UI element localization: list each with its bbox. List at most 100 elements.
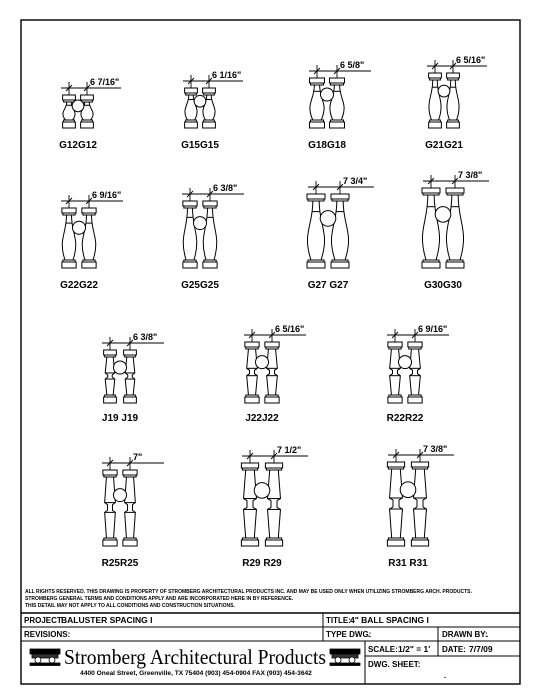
baluster-right [81, 207, 97, 269]
baluster-right [202, 200, 218, 269]
detail-label: G15G15 [181, 140, 219, 151]
dimension-line [388, 449, 454, 462]
spacing-ball [319, 210, 337, 227]
right-column-capital-icon [329, 648, 361, 666]
baluster-right [122, 469, 138, 547]
dimension-line [242, 450, 308, 463]
spacing-ball [399, 481, 417, 499]
title-block-fields: PROJECT: BALUSTER SPACING I TITLE: 4" BA… [24, 615, 493, 680]
dwg-sheet-label: DWG. SHEET: [368, 660, 420, 669]
spacing-dimension: 7 3/8" [458, 170, 482, 180]
baluster-detail-r25r25: 7"R25R25 [102, 452, 164, 569]
detail-label: G27 G27 [308, 280, 349, 291]
baluster-left [182, 200, 198, 269]
spacing-ball [193, 216, 207, 231]
baluster-detail-g15g15: 6 1/16" G15G15 [181, 70, 243, 151]
baluster-left [102, 469, 118, 547]
dwg-sheet-value: . [444, 671, 446, 680]
revisions-label: REVISIONS: [24, 630, 70, 639]
detail-label: R29 R29 [242, 558, 282, 569]
spacing-ball [253, 482, 271, 499]
spacing-ball [71, 99, 85, 113]
baluster-details: 6 7/16" G12G12 6 1/16" G15G15 6 5/8" G18G18 6 … [59, 55, 489, 569]
spacing-dimension: 6 9/16" [418, 324, 447, 334]
detail-label: R31 R31 [388, 558, 428, 569]
detail-label: G12G12 [59, 140, 97, 151]
detail-label: G21G21 [425, 140, 463, 151]
title-block [21, 612, 520, 684]
project-value: BALUSTER SPACING I [61, 615, 152, 625]
baluster-right [123, 349, 137, 404]
baluster-left [240, 462, 260, 547]
baluster-right [446, 72, 460, 129]
baluster-left [421, 187, 441, 269]
baluster-left [62, 94, 76, 129]
dimension-line [102, 337, 164, 350]
baluster-detail-r22r22: 6 9/16" R22R22 [387, 324, 449, 424]
detail-label: R22R22 [387, 413, 424, 424]
spacing-dimension: 6 7/16" [90, 77, 119, 87]
baluster-right [407, 341, 423, 404]
detail-label: J19 J19 [102, 413, 139, 424]
baluster-right [330, 193, 350, 269]
baluster-right [80, 94, 94, 129]
baluster-right [410, 461, 430, 547]
company-logo: Stromberg Architectural Products 4400 On… [29, 645, 361, 677]
sheet-border [20, 19, 521, 685]
spacing-ball [398, 355, 412, 370]
dimension-line [244, 329, 306, 342]
spacing-dimension: 6 5/8" [340, 60, 364, 70]
disclaimer: ALL RIGHTS RESERVED. THIS DRAWING IS PRO… [25, 589, 472, 609]
dimension-line [102, 457, 164, 470]
spacing-dimension: 6 3/8" [213, 183, 237, 193]
dimension-line [309, 65, 371, 78]
baluster-detail-g30g30: 7 3/8" G30G30 [421, 170, 489, 291]
spacing-dimension: 6 1/16" [212, 70, 241, 80]
disclaimer-line-1: ALL RIGHTS RESERVED. THIS DRAWING IS PRO… [25, 589, 472, 595]
baluster-left [306, 193, 326, 269]
date-value: 7/7/09 [469, 644, 493, 654]
drawn-by-label: DRAWN BY: [442, 630, 488, 639]
baluster-right [264, 341, 280, 404]
dimension-line [387, 329, 449, 342]
baluster-detail-r31r31: 7 3/8" R31 R31 [386, 444, 454, 569]
spacing-ball [113, 488, 127, 503]
detail-label: G18G18 [308, 140, 346, 151]
scale-label: SCALE: [368, 645, 398, 654]
detail-label: G30G30 [424, 280, 462, 291]
baluster-left [428, 72, 442, 129]
spacing-dimension: 7 1/2" [277, 445, 301, 455]
dimension-line [61, 82, 121, 95]
spacing-dimension: 6 5/16" [456, 55, 485, 65]
dimension-line [308, 181, 374, 194]
spacing-ball [72, 220, 86, 235]
type-dwg-value: . [368, 630, 370, 639]
baluster-detail-g27g27: 7 3/4" G27 G27 [306, 176, 374, 291]
baluster-detail-j22j22: 6 5/16" J22J22 [244, 324, 306, 424]
dimension-line [182, 188, 244, 201]
spacing-ball [255, 355, 269, 370]
spacing-ball [434, 206, 452, 223]
title-value: 4" BALL SPACING I [350, 615, 429, 625]
spacing-dimension: 6 9/16" [92, 190, 121, 200]
spacing-dimension: 6 3/8" [133, 332, 157, 342]
detail-label: J22J22 [245, 413, 279, 424]
type-dwg-label: TYPE DWG: [326, 630, 371, 639]
spacing-ball [437, 84, 451, 98]
baluster-left [309, 77, 325, 129]
detail-label: G25G25 [181, 280, 219, 291]
baluster-left [387, 341, 403, 404]
baluster-left [386, 461, 406, 547]
baluster-left [103, 349, 117, 404]
baluster-right [329, 77, 345, 129]
project-label: PROJECT: [24, 616, 64, 625]
spacing-dimension: 7 3/4" [343, 176, 367, 186]
spacing-dimension: 6 5/16" [275, 324, 304, 334]
spacing-ball [320, 87, 334, 102]
company-address: 4400 Oneal Street, Greenville, TX 75404 … [80, 670, 312, 677]
dimension-line [183, 75, 243, 88]
spacing-dimension: 7 3/8" [423, 444, 447, 454]
company-name: Stromberg Architectural Products [64, 645, 326, 669]
detail-label: G22G22 [60, 280, 98, 291]
